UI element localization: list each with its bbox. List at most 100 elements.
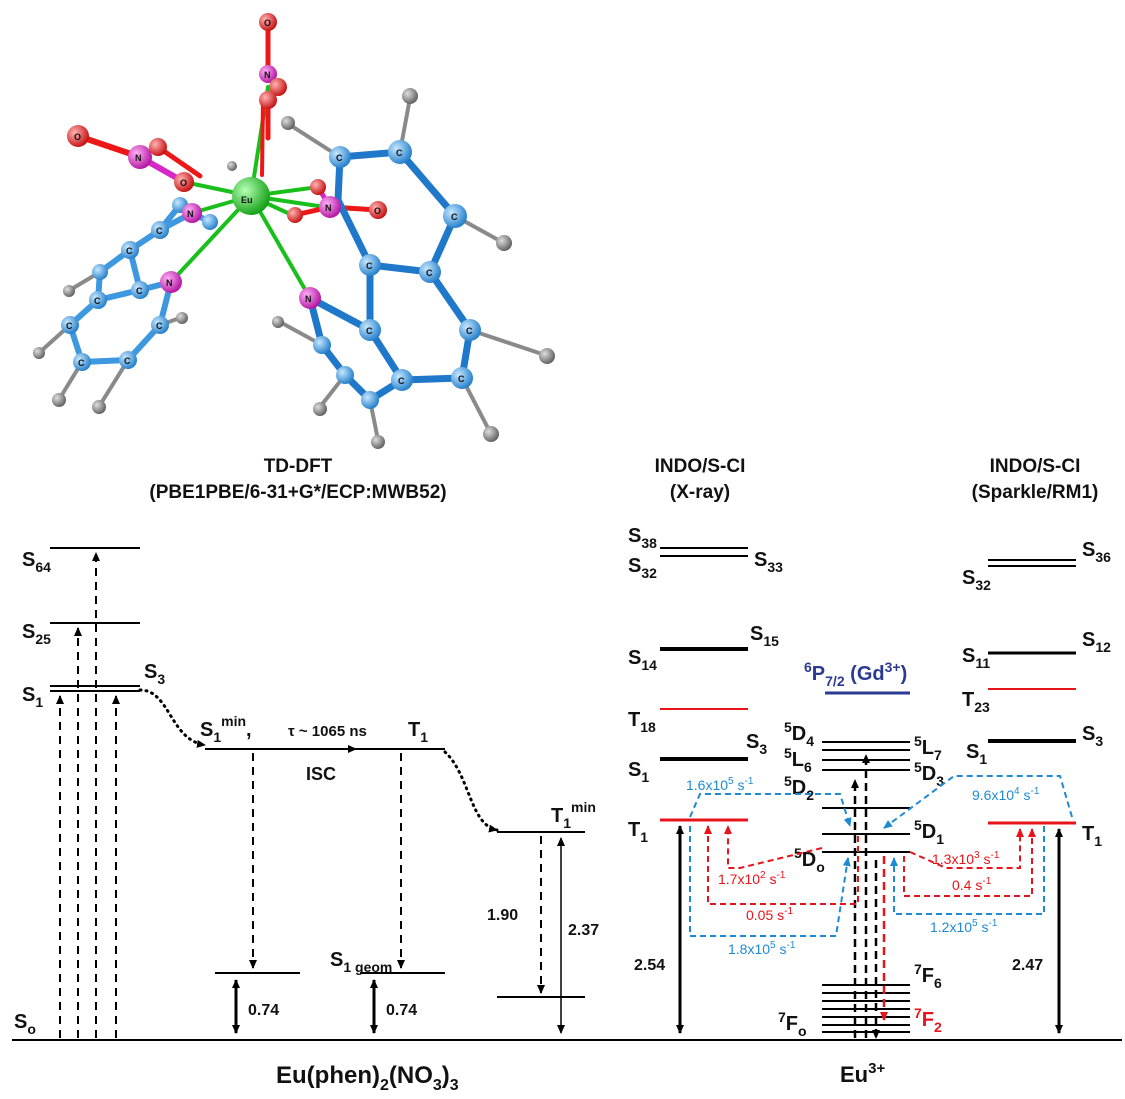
sparkle-header-line2: (Sparkle/RM1) [972, 482, 1099, 503]
svg-text:C: C [156, 321, 163, 331]
tddft-excitation-arrows [56, 552, 545, 1038]
svg-text:O: O [264, 18, 271, 28]
svg-text:C: C [466, 326, 473, 336]
rate-label-1: 1.6x105 s-1 [686, 776, 754, 793]
label-xray-t1: T1 [628, 819, 648, 845]
molecule-atoms [33, 13, 555, 449]
sparkle-labels: S32 S36 S11 S12 T23 S1 S3 T1 2.47 [962, 539, 1111, 974]
label-isc: ISC [306, 764, 336, 784]
label-tau: τ ~ 1065 ns [288, 723, 367, 740]
svg-text:C: C [366, 326, 373, 336]
ion-label: Eu3+ [840, 1060, 885, 1087]
svg-text:C: C [136, 286, 143, 296]
rate-label-8: 1.2x105 s-1 [930, 918, 998, 935]
label-eu-f6: 7F6 [914, 961, 942, 991]
xray-header-line2: (X-ray) [670, 482, 730, 503]
tddft-labels: So S64 S25 S1 S3 S1min, τ ~ 1065 ns ISC … [14, 549, 599, 1037]
svg-text:N: N [305, 294, 312, 304]
xray-labels: S38 S33 S32 S14 S15 T18 S1 S3 T1 2.54 [628, 525, 783, 974]
label-t1-min: T1min [551, 799, 596, 831]
xray-levels [660, 547, 748, 822]
svg-text:C: C [124, 356, 131, 366]
svg-text:C: C [126, 246, 133, 256]
rate-label-4: 1.8x105 s-1 [728, 940, 796, 957]
label-tddft-s25: S25 [22, 621, 51, 647]
rate-labels: 1.6x105 s-1 1.7x102 s-1 0.05 s-1 1.8x105… [686, 776, 1040, 957]
eu-arrows [851, 754, 888, 1039]
label-tddft-s64: S64 [22, 549, 51, 575]
label-sparkle-s36: S36 [1082, 539, 1111, 565]
svg-text:C: C [78, 358, 85, 368]
svg-text:N: N [187, 209, 194, 219]
svg-text:C: C [156, 226, 163, 236]
label-xray-s15: S15 [750, 623, 779, 649]
label-eu-d2: 5D2 [784, 773, 814, 803]
svg-text:C: C [66, 321, 73, 331]
sparkle-header-line1: INDO/S-CI [990, 456, 1081, 477]
label-s1-min: S1min, [200, 713, 252, 745]
svg-text:C: C [336, 153, 343, 163]
svg-text:N: N [264, 70, 271, 80]
svg-text:N: N [166, 278, 173, 288]
eu-labels: 6P7/2 (Gd3+) 5D4 5L7 5L6 5D3 5D2 5D1 5Do… [778, 659, 944, 1039]
label-xray-s14: S14 [628, 647, 657, 673]
svg-text:O: O [74, 132, 81, 142]
label-eu-d4: 5D4 [784, 719, 814, 749]
gap-value-237: 2.37 [568, 922, 599, 939]
svg-text:C: C [396, 148, 403, 158]
label-sparkle-s3: S3 [1082, 723, 1103, 749]
label-tddft-s0: So [14, 1011, 36, 1037]
svg-text:C: C [366, 261, 373, 271]
svg-text:C: C [426, 268, 433, 278]
tddft-relaxation-curves [138, 688, 499, 833]
label-gd-level: 6P7/2 (Gd3+) [804, 659, 907, 689]
svg-text:N: N [135, 153, 142, 163]
svg-text:C: C [458, 374, 465, 384]
right-phen-carbons [313, 140, 481, 409]
label-sparkle-s11: S11 [962, 645, 990, 671]
label-sparkle-s1: S1 [966, 741, 987, 767]
label-eu-l6: 5L6 [784, 745, 812, 775]
column-headers: TD-DFT (PBE1PBE/6-31+G*/ECP:MWB52) INDO/… [149, 456, 1098, 503]
label-eu-d1: 5D1 [914, 817, 944, 847]
rate-label-7: 0.4 s-1 [952, 876, 992, 893]
bottom-labels: Eu(phen)2(NO3)3 Eu3+ [276, 1060, 885, 1094]
gap-value-xray: 2.54 [634, 957, 665, 974]
eu-phen-nitrate-molecule: Eu N N N N N N C C C C C C C C C C C C C… [33, 13, 555, 449]
molecule-atom-labels: Eu N N N N N N C C C C C C C C C C C C C… [66, 18, 473, 386]
svg-text:O: O [374, 206, 381, 216]
svg-text:N: N [325, 203, 332, 213]
label-sparkle-s32: S32 [962, 567, 991, 593]
tddft-header-line2: (PBE1PBE/6-31+G*/ECP:MWB52) [149, 482, 446, 503]
label-eu-f2: 7F2 [914, 1005, 942, 1035]
label-sparkle-t1: T1 [1082, 823, 1102, 849]
tddft-gap-arrows [232, 837, 565, 1034]
label-sparkle-t23: T23 [962, 689, 990, 715]
svg-text:O: O [180, 178, 187, 188]
label-xray-s33: S33 [754, 549, 783, 575]
label-eu-l7: 5L7 [914, 733, 942, 763]
label-xray-s32: S32 [628, 555, 657, 581]
eu-atom [232, 177, 270, 215]
label-tddft-s3: S3 [144, 661, 165, 687]
svg-text:Eu: Eu [241, 195, 253, 205]
gap-value-190: 1.90 [487, 907, 518, 924]
rate-label-3: 0.05 s-1 [746, 906, 793, 923]
tddft-levels [50, 547, 585, 998]
label-eu-f0: 7Fo [778, 1009, 807, 1039]
rate-label-5: 9.6x104 s-1 [972, 786, 1040, 803]
left-phen-carbons [61, 197, 218, 371]
label-xray-s3: S3 [746, 731, 767, 757]
xray-header-line1: INDO/S-CI [655, 456, 746, 477]
svg-text:C: C [94, 296, 101, 306]
transfer-paths [689, 775, 1073, 937]
label-xray-s1: S1 [628, 759, 649, 785]
label-tddft-t1: T1 [408, 719, 428, 745]
label-xray-s38: S38 [628, 525, 657, 551]
svg-text:C: C [451, 212, 458, 222]
label-eu-d0: 5Do [794, 845, 825, 875]
label-sparkle-s12: S12 [1082, 629, 1111, 655]
gap-value-sparkle: 2.47 [1012, 957, 1043, 974]
